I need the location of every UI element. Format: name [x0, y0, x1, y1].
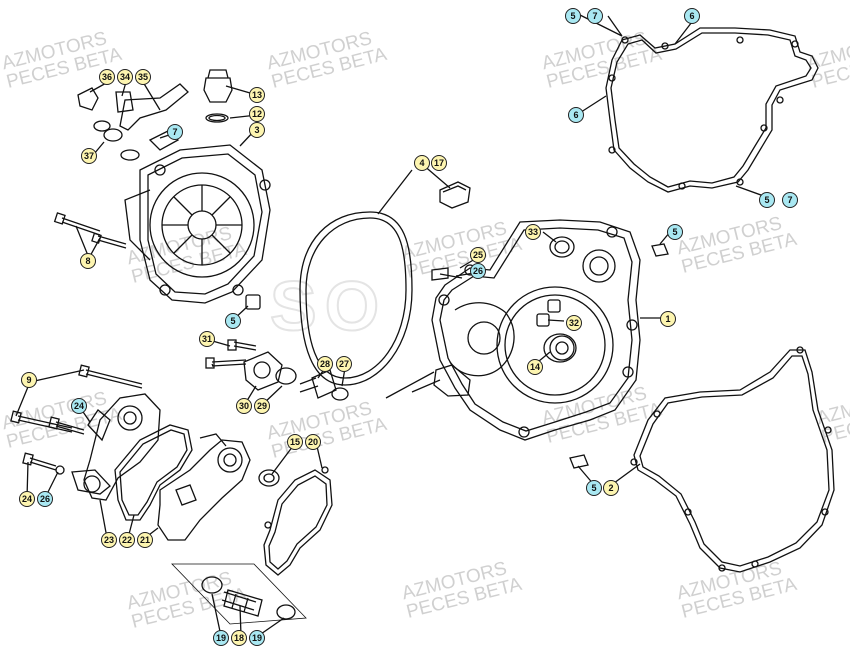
callout-13[interactable]: 13 [249, 87, 265, 103]
water-pump-shaft [311, 369, 337, 399]
water-pump-gasket [114, 424, 193, 521]
callout-31[interactable]: 31 [199, 331, 215, 347]
callout-37[interactable]: 37 [81, 148, 97, 164]
callout-22[interactable]: 22 [119, 532, 135, 548]
callout-24[interactable]: 24 [71, 398, 87, 414]
callout-17[interactable]: 17 [431, 155, 447, 171]
bolt [61, 217, 101, 236]
callout-30[interactable]: 30 [236, 398, 252, 414]
callout-28[interactable]: 28 [317, 356, 333, 372]
callout-20[interactable]: 20 [305, 434, 321, 450]
callout-5[interactable]: 5 [225, 313, 241, 329]
callout-29[interactable]: 29 [254, 398, 270, 414]
callout-34[interactable]: 34 [117, 69, 133, 85]
callout-8[interactable]: 8 [80, 253, 96, 269]
callout-5[interactable]: 5 [586, 480, 602, 496]
callout-23[interactable]: 23 [101, 532, 117, 548]
clutch-cover [431, 219, 641, 441]
callout-19[interactable]: 19 [213, 630, 229, 646]
callout-7[interactable]: 7 [587, 8, 603, 24]
callout-5[interactable]: 5 [667, 224, 683, 240]
callout-2[interactable]: 2 [603, 480, 619, 496]
callout-26[interactable]: 26 [37, 491, 53, 507]
callout-1[interactable]: 1 [660, 311, 676, 327]
callout-7[interactable]: 7 [167, 124, 183, 140]
ignition-cover [139, 144, 271, 304]
callout-27[interactable]: 27 [336, 356, 352, 372]
oil-filler-plug [203, 77, 233, 103]
center-logo: SO [270, 267, 387, 345]
callout-5[interactable]: 5 [759, 192, 775, 208]
callout-19[interactable]: 19 [249, 630, 265, 646]
water-pump-housing [157, 439, 251, 541]
callout-12[interactable]: 12 [249, 106, 265, 122]
inner-cover-gasket-bottom [633, 349, 835, 573]
callout-33[interactable]: 33 [525, 224, 541, 240]
callout-15[interactable]: 15 [287, 434, 303, 450]
callout-32[interactable]: 32 [566, 315, 582, 331]
callout-36[interactable]: 36 [99, 69, 115, 85]
callout-4[interactable]: 4 [414, 155, 430, 171]
inspection-plug [439, 181, 471, 209]
callout-7[interactable]: 7 [782, 192, 798, 208]
callout-25[interactable]: 25 [470, 247, 486, 263]
callout-18[interactable]: 18 [231, 630, 247, 646]
callout-6[interactable]: 6 [568, 107, 584, 123]
callout-5[interactable]: 5 [565, 8, 581, 24]
callout-14[interactable]: 14 [527, 359, 543, 375]
breather-fitting [77, 87, 99, 111]
callout-9[interactable]: 9 [21, 372, 37, 388]
callout-24[interactable]: 24 [19, 491, 35, 507]
clutch-cover-o-ring [299, 211, 413, 386]
callout-26[interactable]: 26 [470, 263, 486, 279]
outer-cover-gasket-top [605, 27, 819, 193]
water-pump-cover [83, 393, 161, 501]
callout-21[interactable]: 21 [137, 532, 153, 548]
pump-shaft-frame [171, 563, 307, 625]
callout-35[interactable]: 35 [135, 69, 151, 85]
callout-3[interactable]: 3 [249, 122, 265, 138]
callout-6[interactable]: 6 [684, 8, 700, 24]
